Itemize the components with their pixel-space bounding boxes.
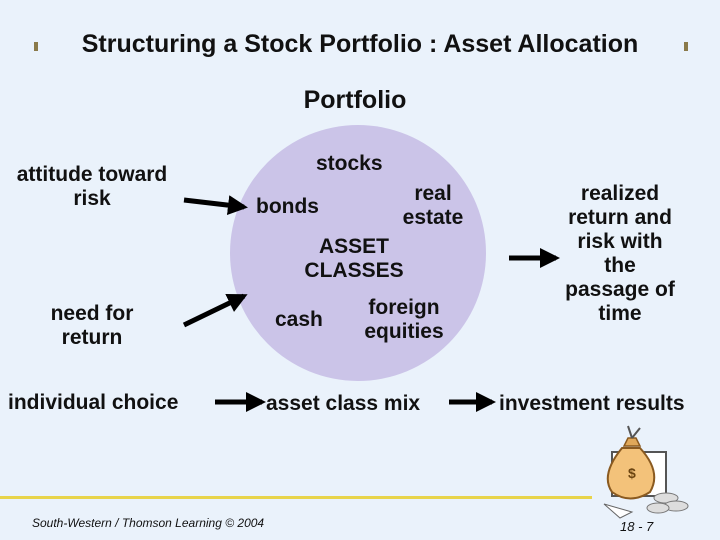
footer-rule [0,496,592,499]
footer-credit: South-Western / Thomson Learning © 2004 [32,516,264,530]
page-number: 18 - 7 [620,519,653,534]
money-bag-icon: $ [604,426,688,518]
arrow-attitude-to-circle [184,200,244,207]
arrow-need-to-circle [184,296,244,325]
svg-text:$: $ [628,465,636,481]
